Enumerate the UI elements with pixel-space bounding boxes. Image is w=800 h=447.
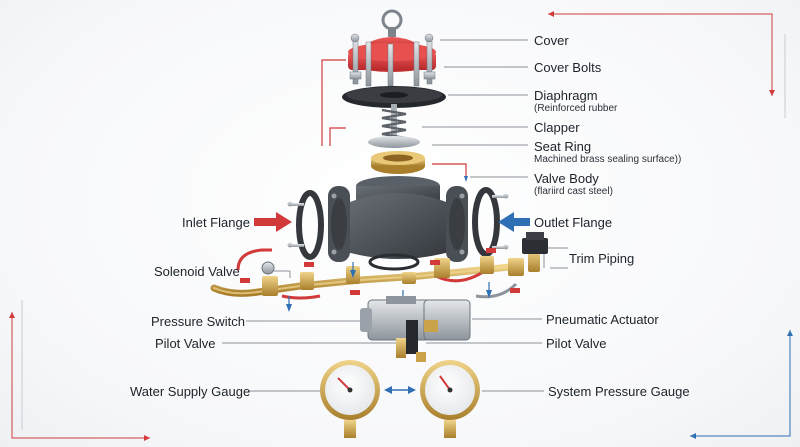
label-pilot-valve-left: Pilot Valve bbox=[155, 336, 216, 351]
corner-frame-lines bbox=[9, 11, 793, 441]
label-seat-ring: Seat Ring bbox=[534, 139, 592, 154]
clapper-part bbox=[368, 104, 420, 148]
label-pressure-switch: Pressure Switch bbox=[151, 314, 245, 329]
actuator-assembly-part bbox=[360, 296, 471, 362]
label-seat-ring-note: Machined brass sealing surface)) bbox=[534, 154, 682, 165]
leader-lines bbox=[222, 39, 568, 392]
seat-ring-part bbox=[371, 151, 425, 174]
water-supply-gauge-part bbox=[320, 360, 380, 438]
bracket-lines bbox=[321, 59, 467, 178]
label-diaphragm-note: (Reinforced rubber bbox=[534, 103, 618, 114]
flange-gaskets bbox=[296, 187, 500, 271]
label-valve-body: Valve Body bbox=[534, 171, 599, 186]
label-cover-bolts: Cover Bolts bbox=[534, 60, 602, 75]
label-solenoid-valve: Solenoid Valve bbox=[154, 264, 240, 279]
outlet-arrow-icon bbox=[498, 212, 530, 232]
label-pilot-valve-right: Pilot Valve bbox=[546, 336, 607, 351]
flange-bolts bbox=[287, 193, 509, 250]
cover-bolts-part bbox=[349, 33, 436, 87]
label-clapper: Clapper bbox=[534, 120, 580, 135]
seat-arrow-icon bbox=[464, 176, 468, 182]
system-pressure-gauge-part bbox=[420, 360, 480, 438]
gauge-link-arrows-icon bbox=[384, 386, 416, 394]
label-outlet-flange: Outlet Flange bbox=[534, 215, 613, 230]
inlet-arrow-icon bbox=[254, 212, 292, 232]
label-diaphragm: Diaphragm bbox=[534, 88, 598, 103]
label-water-supply-gauge: Water Supply Gauge bbox=[130, 384, 251, 399]
label-cover: Cover bbox=[534, 33, 569, 48]
diaphragm-part bbox=[342, 86, 446, 108]
label-trim-piping: Trim Piping bbox=[569, 251, 635, 266]
label-system-pressure-gauge: System Pressure Gauge bbox=[548, 384, 690, 399]
label-pneumatic-actuator: Pneumatic Actuator bbox=[546, 312, 659, 327]
label-inlet-flange: Inlet Flange bbox=[182, 215, 250, 230]
trim-piping-part bbox=[210, 232, 548, 312]
valve-body-part bbox=[328, 176, 468, 262]
label-valve-body-note: (flariird cast steel) bbox=[534, 186, 613, 197]
